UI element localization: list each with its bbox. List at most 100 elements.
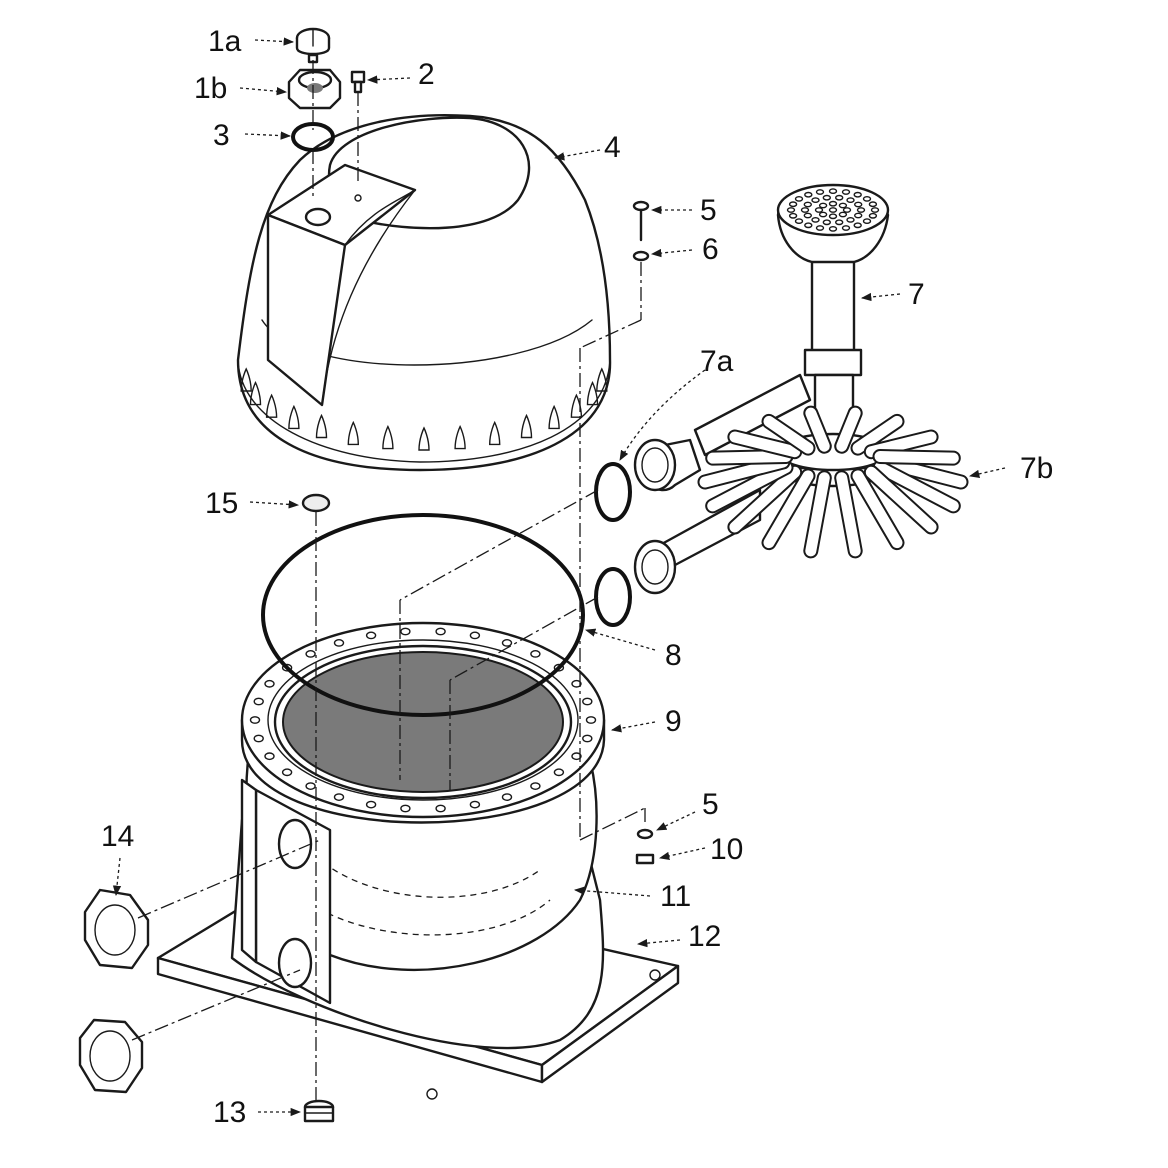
bolt-hole — [501, 793, 513, 801]
lateral-finger — [729, 466, 801, 533]
bolt-hole — [571, 752, 582, 761]
diffuser-hole — [835, 219, 844, 226]
diffuser-hole — [868, 201, 878, 208]
callout-13: 13 — [213, 1096, 246, 1129]
lateral-finger — [877, 456, 967, 488]
diffuser-hole — [828, 213, 838, 220]
bolt-hole — [582, 697, 593, 706]
dome-slot — [548, 404, 560, 430]
diffuser-hole — [854, 201, 863, 208]
callout-2: 2 — [418, 58, 435, 91]
diffuser-hole — [814, 207, 824, 213]
diffuser-hole — [804, 222, 813, 229]
bolt-hole — [253, 697, 264, 706]
diffuser-hole — [835, 194, 844, 201]
dome-slot — [288, 404, 300, 430]
lateral-screen — [282, 651, 564, 793]
dome-slot — [454, 425, 466, 450]
diffuser-hole — [803, 201, 812, 208]
lateral-finger — [865, 466, 937, 533]
dome-slot — [520, 413, 533, 439]
bolt-hole — [333, 639, 345, 647]
callout-7a: 7a — [700, 345, 734, 378]
callout-1a: 1a — [208, 25, 242, 58]
dome-slot — [382, 425, 394, 450]
bolt-hole — [365, 800, 377, 809]
callout-9: 9 — [665, 705, 682, 738]
dome-slot — [488, 420, 501, 446]
lateral-finger — [763, 415, 814, 454]
bolt-hole — [253, 734, 264, 743]
diffuser-hole — [794, 195, 804, 202]
diffuser-holes — [786, 188, 880, 232]
bolt-hole — [553, 663, 565, 672]
bolt-hole — [400, 627, 411, 636]
dome-slot — [570, 393, 583, 418]
lateral-finger — [805, 472, 830, 557]
callout-5-upper: 5 — [700, 194, 717, 227]
lateral-finger — [699, 456, 789, 488]
lateral-o-ring-upper — [594, 462, 632, 522]
diffuser-hole — [870, 207, 880, 213]
callout-3: 3 — [213, 119, 230, 152]
bolt-hole — [333, 793, 345, 801]
diffuser-hole — [854, 212, 863, 219]
bolt-hole — [281, 768, 293, 777]
diffuser-hole — [838, 211, 848, 218]
bolt-hole — [553, 768, 565, 777]
callout-15: 15 — [205, 487, 238, 520]
callout-14: 14 — [101, 820, 134, 853]
diffuser-hole — [803, 212, 812, 219]
bolt-hole — [400, 804, 411, 813]
lateral-finger — [763, 470, 814, 549]
diffuser-hole — [811, 216, 820, 223]
lateral-finger — [707, 451, 792, 464]
bolt-hole — [249, 716, 261, 724]
diffuser-hole — [822, 219, 831, 226]
lateral-finger — [874, 451, 959, 464]
tank-flange — [240, 621, 606, 824]
tank-dome — [236, 113, 612, 472]
bolt-hole — [435, 804, 446, 813]
callout-4: 4 — [604, 131, 621, 164]
dome-slot — [418, 426, 430, 451]
main-o-ring — [261, 513, 585, 717]
diffuser-hole — [853, 222, 862, 229]
bolt-hole — [305, 782, 316, 790]
bolt-hole — [305, 650, 316, 658]
lateral-finger — [805, 407, 830, 452]
callout-5-lower: 5 — [702, 788, 719, 821]
bolt-hole — [281, 663, 293, 672]
pressure-gauge — [295, 27, 331, 64]
diffuser-hole — [815, 225, 825, 231]
lateral-finger — [729, 431, 801, 458]
diffuser-hole — [788, 201, 798, 208]
bolt-hole — [435, 627, 446, 636]
dome-washer — [632, 250, 650, 262]
air-relief-valve — [350, 70, 366, 94]
diffuser-hole — [842, 207, 852, 213]
lateral-finger — [852, 470, 903, 549]
diffuser-hole — [828, 207, 838, 213]
dome-slot — [240, 367, 252, 392]
diffuser-hole — [862, 218, 872, 225]
dome-slot — [249, 381, 262, 406]
callout-7: 7 — [908, 278, 925, 311]
diffuser-hole — [828, 225, 838, 232]
diffuser-hole — [853, 191, 862, 198]
diffuser-hole — [800, 207, 810, 213]
diffuser-hole — [794, 218, 804, 225]
diffuser-hole — [862, 195, 872, 202]
dome-slots — [240, 367, 608, 451]
callout-11: 11 — [660, 880, 691, 913]
callout-labels: 1a 1b 2 3 4 5 6 7 7a 7b 15 8 9 5 10 14 1… — [101, 25, 1053, 1129]
bolt-hole — [530, 650, 541, 658]
drain-cap — [301, 493, 331, 513]
lateral-finger — [707, 462, 792, 512]
diffuser-hole — [786, 207, 796, 213]
bolt-hole — [582, 734, 593, 743]
diffuser-hole — [815, 189, 825, 195]
dome-slot — [315, 413, 328, 439]
